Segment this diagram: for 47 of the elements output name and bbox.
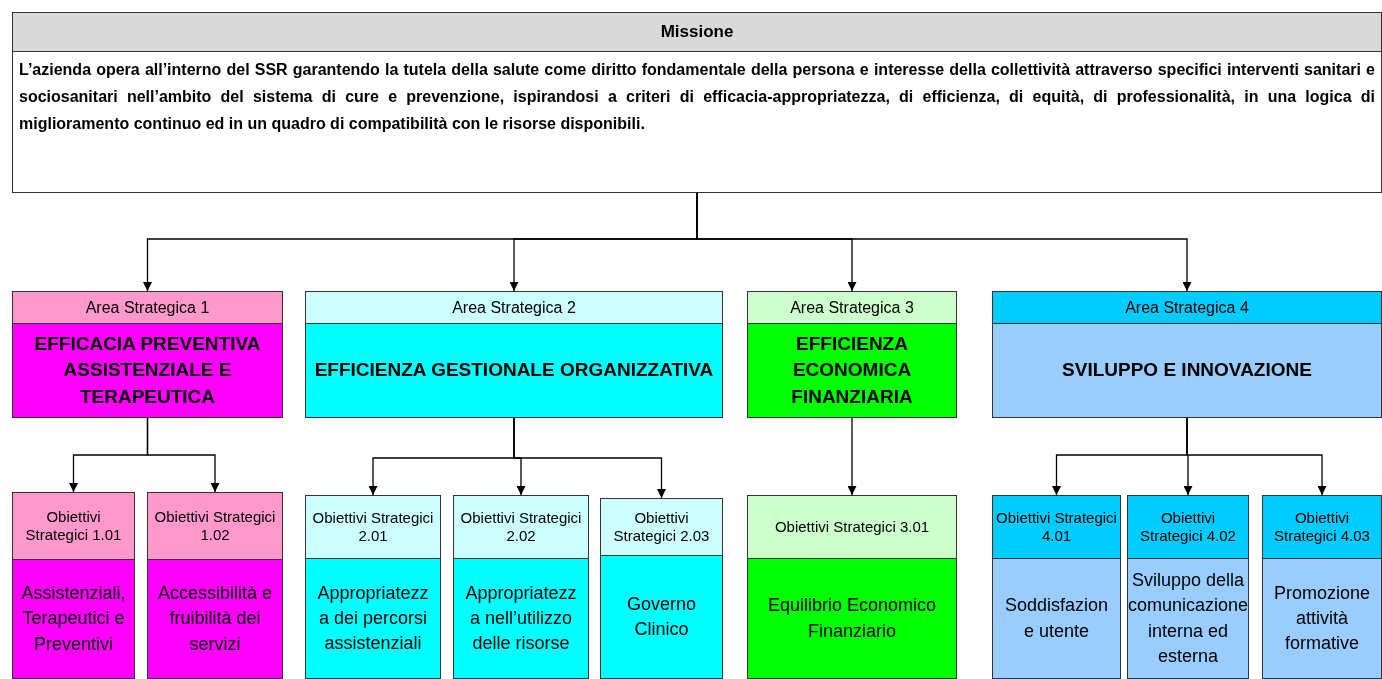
objective-box: [453, 495, 589, 679]
objective-header: Obiettivi Strategici 4.03: [1263, 496, 1381, 559]
objective-box: [305, 495, 441, 679]
objective-box: [1262, 495, 1382, 679]
objective-text: Appropriatezz a nell’utilizzo delle risorse: [464, 581, 578, 656]
objective-box: [1127, 495, 1249, 679]
objective-header: Obiettivi Strategici 2.01: [306, 496, 440, 559]
area-title: EFFICIENZA ECONOMICA FINANZIARIA: [790, 331, 914, 409]
mission-box: [12, 12, 1382, 193]
objective-text: Assistenziali, Terapeutici e Preventivi: [20, 582, 127, 656]
area-title: SVILUPPO E INNOVAZIONE: [1061, 358, 1313, 383]
objective-box: [747, 495, 957, 679]
area-header: Area Strategica 2: [306, 292, 722, 324]
area-title: EFFICIENZA GESTIONALE ORGANIZZATIVA: [313, 358, 715, 383]
objective-header: Obiettivi Strategici 1.01: [13, 493, 134, 560]
objective-header: Obiettivi Strategici 3.01: [748, 496, 956, 559]
area-box: [992, 291, 1382, 418]
area-header: Area Strategica 3: [748, 292, 956, 324]
objective-text: Soddisfazion e utente: [1003, 594, 1110, 643]
objective-text: Promozione attività formative: [1272, 581, 1371, 656]
objective-box: [12, 492, 135, 679]
area-title: EFFICACIA PREVENTIVA ASSISTENZIALE E TERAPEUTICA: [33, 331, 262, 409]
mission-text: L’azienda opera all’interno del SSR garantendo la tutela della salute come diritto fondamentale della persona e interesse della collettività attraverso specifici interventi sanitari e sociosanitari nell’ambito del sistema di cure e prevenzione, ispirandosi a criteri di efficacia-appropriatezza, di efficienza, di equità, di professionalità, in una logica di miglioramento continuo ed in un quadro di compatibilità con le risorse disponibili.: [18, 60, 1376, 134]
objective-text: Sviluppo della comunicazione interna ed esterna: [1128, 569, 1248, 668]
objective-header: Obiettivi Strategici 2.03: [601, 499, 722, 556]
objective-text: Governo Clinico: [625, 592, 697, 641]
area-header: Area Strategica 4: [993, 292, 1381, 324]
objective-box: [600, 498, 723, 679]
objective-header: Obiettivi Strategici 2.02: [454, 496, 588, 559]
area-box: [305, 291, 723, 418]
objective-header: Obiettivi Strategici 4.02: [1128, 496, 1248, 559]
objective-header: Obiettivi Strategici 4.01: [993, 496, 1120, 559]
objective-text: Equilibrio Economico Finanziario: [766, 594, 938, 643]
objective-box: [147, 492, 283, 679]
area-box: [12, 291, 283, 418]
connector-arrow: [847, 417, 857, 496]
area-box: [747, 291, 957, 418]
area-header: Area Strategica 1: [13, 292, 282, 324]
objective-text: Accessibilità e fruibilità dei servizi: [156, 582, 273, 656]
connector-arrow: [513, 417, 666, 499]
connector-arrow: [1186, 417, 1327, 496]
objective-header: Obiettivi Strategici 1.02: [148, 493, 282, 560]
connector-arrow: [146, 417, 220, 493]
objective-text: Appropriatezz a dei percorsi assistenziali: [316, 581, 430, 656]
mission-header: Missione: [13, 13, 1381, 52]
connector-arrow: [696, 192, 1192, 292]
objective-box: [992, 495, 1121, 679]
